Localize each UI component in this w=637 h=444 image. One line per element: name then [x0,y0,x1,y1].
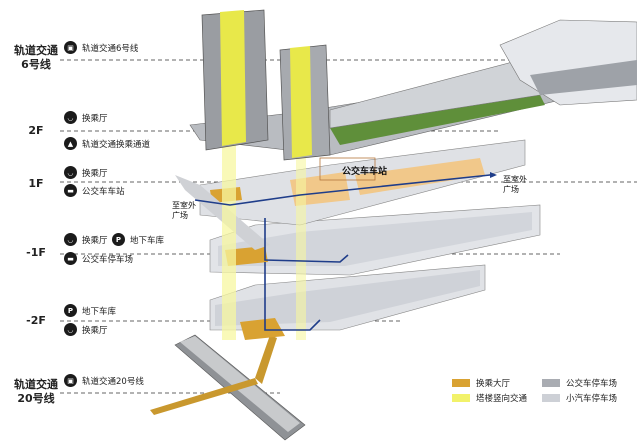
tag-transfer-hall-b2: ◡换乘厅 [64,323,108,336]
legend-tower-vertical: 塔楼竖向交通 [452,392,527,404]
bus-icon: ▬ [64,252,77,265]
legend-bus-parking: 公交车停车场 [542,377,617,389]
transfer-hall-icon: ◡ [64,111,77,124]
floor-b2-slab [209,264,486,340]
swatch-transfer [452,379,470,387]
circulation-route [194,172,497,331]
tag-transfer-hall-b1: ◡换乘厅 [64,233,108,246]
bus-station-caption: 公交车车站 [342,167,388,177]
tag-line6: ▣轨道交通6号线 [64,41,138,54]
tower-right [279,44,331,161]
tag-bus-parking-b1: ▬公交车停车场 [64,252,133,265]
tag-transfer-passage: ▲轨道交通换乘通道 [64,137,150,150]
floor-2f-and-line6 [189,19,637,156]
metro-icon: ▣ [64,374,77,387]
parking-icon: P [64,304,77,317]
level-1f: 1F [28,177,44,190]
tower-left [201,9,269,151]
metro-icon: ▣ [64,41,77,54]
level-b1: -1F [26,246,46,259]
legend-car-parking: 小汽车停车场 [542,392,617,404]
level-2f: 2F [28,124,44,137]
tag-transfer-hall-2f: ◡换乘厅 [64,111,108,124]
passage-icon: ▲ [64,137,77,150]
transfer-hall-icon: ◡ [64,166,77,179]
tag-line20: ▣轨道交通20号线 [64,374,144,387]
tag-transfer-hall-1f: ◡换乘厅 [64,166,108,179]
outdoor-plaza-right: 至室外广场 [503,175,527,194]
line20-tunnel [150,334,306,441]
bus-station-outline [319,157,376,181]
outdoor-plaza-left: 至室外广场 [172,201,196,220]
transfer-hall-icon: ◡ [64,323,77,336]
swatch-bus-parking [542,379,560,387]
swatch-car-parking [542,394,560,402]
transfer-hall-icon: ◡ [64,233,77,246]
swatch-vertical [452,394,470,402]
level-b2: -2F [26,314,46,327]
vertical-cores [222,140,306,340]
parking-icon: P [112,233,125,246]
legend-transfer-hall: 换乘大厅 [452,377,510,389]
tag-bus-station-1f: ▬公交车车站 [64,184,125,197]
bus-icon: ▬ [64,184,77,197]
